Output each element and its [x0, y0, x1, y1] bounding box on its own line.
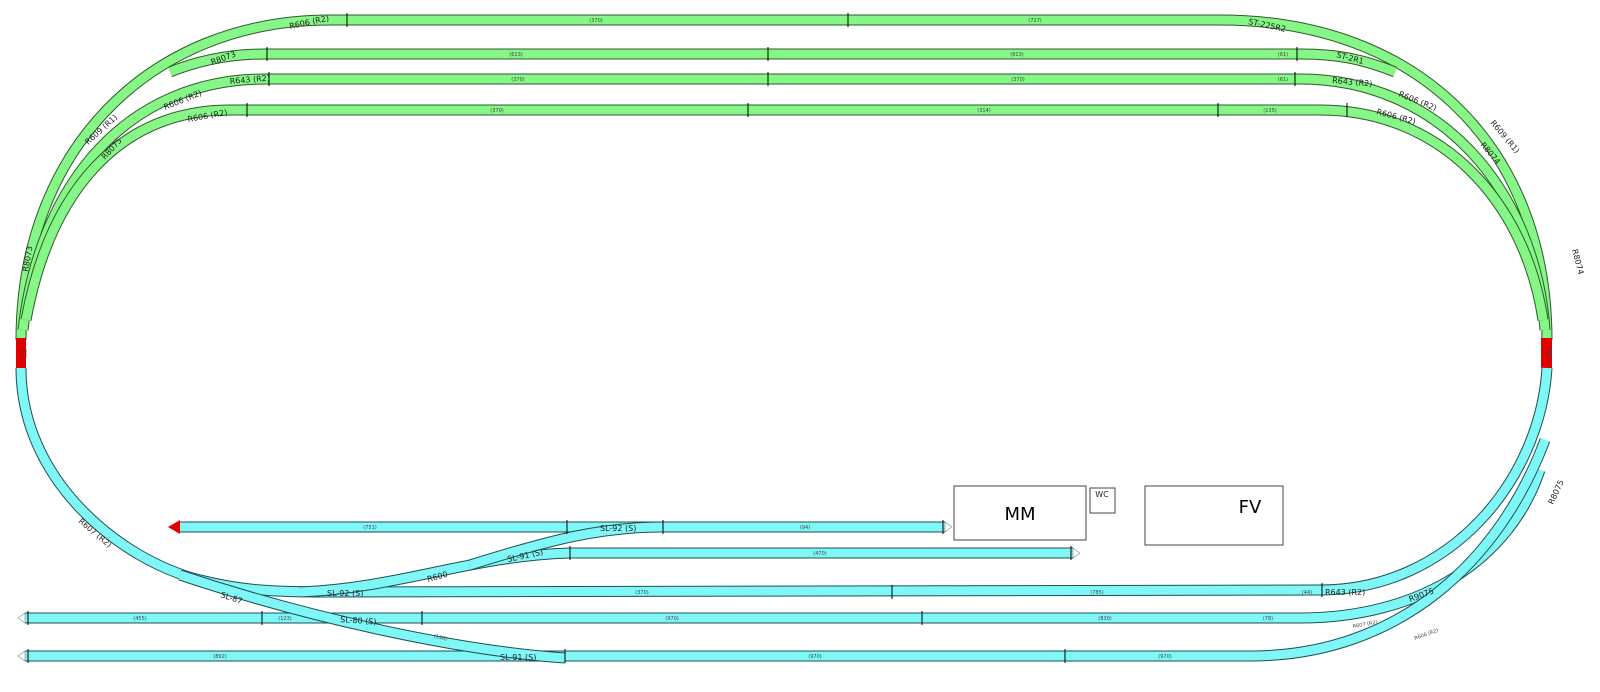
curve-label: R643 (R2): [1325, 588, 1365, 597]
buffer-stop-icon: [17, 612, 26, 624]
length-label: (94): [800, 525, 810, 531]
length-label: (370): [589, 18, 602, 24]
length-label: (370): [511, 77, 524, 83]
building-mm[interactable]: [953, 485, 1087, 541]
track-b-fill: [168, 49, 1397, 77]
length-label: (613): [509, 52, 522, 58]
curve-label: SL-92 (S): [327, 589, 363, 598]
curve-label: SL-91 (S): [500, 653, 536, 662]
length-label: (130): [433, 633, 448, 642]
length-label: (455): [133, 616, 146, 622]
building-wc[interactable]: [1089, 487, 1116, 514]
track-outer-upper-fill: [16, 15, 1552, 341]
track-c-fill: [18, 74, 1550, 331]
curve-label: SL-92 (S): [600, 524, 636, 533]
length-label: (470): [813, 551, 826, 557]
length-label: (370): [1011, 77, 1024, 83]
building-fv-label: FV: [1239, 497, 1262, 518]
length-label: (135): [1263, 108, 1276, 114]
block-right[interactable]: [1541, 338, 1552, 368]
track-lower-3-fill: [25, 438, 1550, 661]
length-label: (727): [1028, 18, 1041, 24]
curve-label: SL-80 (S): [340, 615, 377, 627]
joints-upper: [246, 13, 1348, 117]
lower-curve-labels: R607 (R2) SL-87 SL-92 (S) R600 SL-91 (S)…: [77, 479, 1566, 662]
curve-label: R606 (R2): [1414, 628, 1440, 642]
curve-label: R643 (R2): [229, 74, 270, 86]
length-label: (123): [278, 616, 291, 622]
length-label: (785): [1090, 590, 1103, 596]
length-label: (613): [1010, 52, 1023, 58]
length-label: (78): [1263, 616, 1273, 622]
block-left[interactable]: [16, 338, 26, 368]
curve-label: R8073: [21, 245, 34, 272]
length-label: (61): [1278, 52, 1288, 58]
siding-link-fill: [468, 522, 663, 570]
buffer-stop-icon: [1072, 547, 1081, 559]
length-label: (370): [635, 590, 648, 596]
upper-tracks: [15, 13, 1553, 341]
curve-label: R8074: [1570, 248, 1585, 275]
block-right-label: (60): [1546, 348, 1552, 358]
length-label: (751): [363, 525, 376, 531]
building-wc-label: WC: [1095, 490, 1109, 499]
track-d[interactable]: [20, 104, 1549, 322]
length-label: (314): [977, 108, 990, 114]
curve-label: R8075: [1547, 479, 1566, 506]
diagonal-crossover-fill: [178, 570, 566, 663]
length-labels-upper: (370) (727) (613) (613) (61) (370) (370)…: [490, 18, 1288, 114]
length-label: (830): [1098, 616, 1111, 622]
length-label: (61): [1278, 77, 1288, 83]
track-outer-upper[interactable]: [15, 14, 1553, 341]
length-label: (44): [1302, 590, 1312, 596]
lower-tracks: [15, 367, 1553, 664]
track-outer-lower-fill: [16, 367, 1552, 597]
length-label: (892): [213, 654, 226, 660]
track-d-fill: [21, 105, 1548, 321]
length-labels-lower: (751) (94) (470) (370) (785) (44) (455) …: [133, 525, 1312, 660]
curve-label: R607 (R2): [1352, 620, 1378, 630]
building-mm-label: MM: [1004, 504, 1035, 525]
siding-2-fill: [299, 548, 1073, 597]
length-label: (370): [490, 108, 503, 114]
buffer-stop-icon: [944, 521, 953, 533]
length-label: (970): [1158, 654, 1171, 660]
end-arrow-icon: [168, 520, 180, 534]
building-fv[interactable]: [1144, 485, 1284, 546]
curve-label: R643 (R2): [1332, 76, 1373, 88]
track-c[interactable]: [17, 73, 1551, 331]
block-left-label: (60): [21, 348, 27, 358]
length-label: (970): [665, 616, 678, 622]
buffer-stop-icon: [17, 650, 26, 662]
length-label: (970): [808, 654, 821, 660]
joints-lower: [27, 520, 1323, 663]
